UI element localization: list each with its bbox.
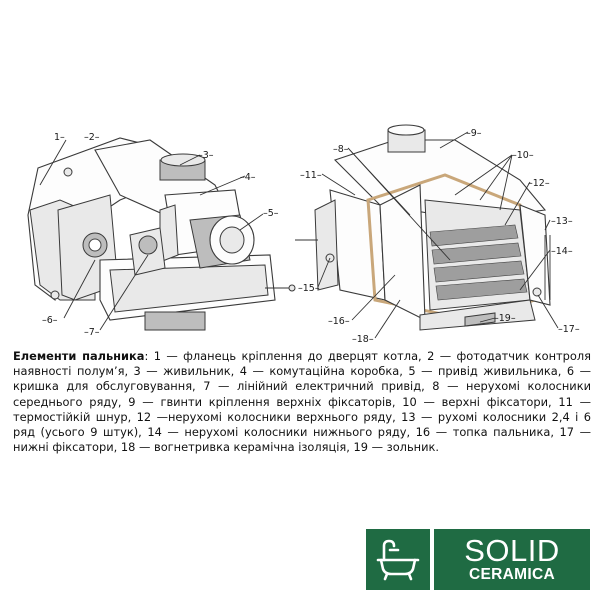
right-burner-drawing: [295, 124, 551, 331]
logo-word-solid: SOLID: [464, 533, 560, 568]
left-burner-drawing: [27, 137, 296, 331]
callout-18: –18–: [352, 334, 374, 345]
callout-15: –15–: [298, 283, 320, 294]
callout-8: –8–: [333, 144, 349, 155]
bathtub-icon: [376, 539, 420, 580]
callout-13: –13–: [551, 216, 573, 227]
caption-heading: Елементи пальника: [13, 349, 145, 363]
callout-7: –7–: [84, 327, 100, 338]
brand-logo: SOLID CERAMICA: [366, 529, 590, 590]
callout-10: –10–: [512, 150, 534, 161]
leader-lines: [39, 131, 559, 339]
callout-1: 1–: [54, 132, 65, 143]
callout-labels: 1– –2– –3– –4– –5– –6– –7– –8– –9– –10– …: [42, 128, 580, 345]
callout-11: –11–: [300, 170, 322, 181]
callout-4: –4–: [240, 172, 256, 183]
caption-body: : 1 — фланець кріплення до дверцят котла…: [13, 349, 591, 455]
callout-14: –14–: [551, 246, 573, 257]
callout-5: –5–: [263, 208, 279, 219]
parts-caption: Елементи пальника: 1 — фланець кріплення…: [13, 349, 591, 455]
grate-rows: [429, 224, 528, 301]
callout-12: –12–: [528, 178, 550, 189]
logo-icon-box: [366, 529, 430, 590]
logo-word-ceramica: CERAMICA: [469, 566, 555, 583]
callout-16: –16–: [328, 316, 350, 327]
callout-2: –2–: [84, 132, 100, 143]
callout-6: –6–: [42, 315, 58, 326]
callout-19: –19–: [494, 313, 516, 324]
burner-diagram: 1– –2– –3– –4– –5– –6– –7– –8– –9– –10– …: [27, 124, 580, 345]
callout-17: –17–: [558, 324, 580, 335]
callout-9: –9–: [466, 128, 482, 139]
callout-3: –3–: [198, 150, 214, 161]
logo-text-box: SOLID CERAMICA: [434, 529, 590, 590]
